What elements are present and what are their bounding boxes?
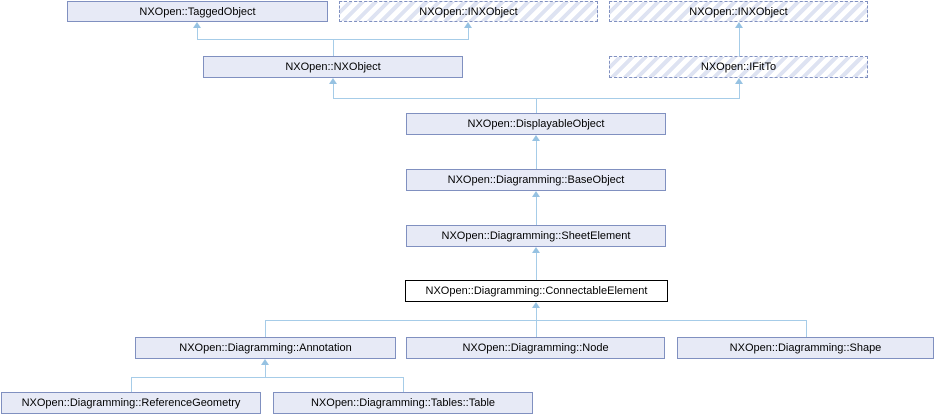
edge-line: [536, 141, 537, 169]
edge-line: [265, 365, 266, 377]
node-label: NXOpen::Diagramming::Shape: [729, 342, 882, 354]
edge-line: [131, 377, 404, 378]
node-displayable-object[interactable]: NXOpen::DisplayableObject: [406, 113, 666, 135]
edge-line: [333, 39, 334, 56]
edge-line: [265, 320, 266, 337]
arrowhead-icon: [193, 22, 201, 28]
arrowhead-icon: [329, 78, 337, 84]
node-label: NXOpen::Diagramming::SheetElement: [441, 230, 631, 242]
edge-line: [739, 28, 740, 56]
edge-line: [403, 377, 404, 392]
node-label: NXOpen::IFitTo: [700, 61, 777, 73]
edge-line: [536, 308, 537, 320]
node-inxobject-1[interactable]: NXOpen::INXObject: [339, 1, 598, 22]
edge-line: [468, 28, 469, 40]
node-label: NXOpen::Diagramming::BaseObject: [447, 174, 625, 186]
node-label: NXOpen::INXObject: [689, 5, 788, 18]
node-sheet-element[interactable]: NXOpen::Diagramming::SheetElement: [406, 225, 666, 247]
edge-line: [536, 197, 537, 225]
node-label: NXOpen::Diagramming::Annotation: [179, 342, 352, 354]
node-inxobject-2[interactable]: NXOpen::INXObject: [609, 1, 868, 22]
node-shape[interactable]: NXOpen::Diagramming::Shape: [677, 337, 934, 359]
edge-line: [536, 253, 537, 280]
arrowhead-icon: [735, 22, 743, 28]
edge-line: [536, 98, 537, 113]
node-label: NXOpen::TaggedObject: [139, 5, 256, 18]
edge-line: [739, 84, 740, 98]
edge-line: [333, 84, 334, 98]
edge-line: [197, 28, 198, 39]
node-connectable-element-current: NXOpen::Diagramming::ConnectableElement: [405, 280, 668, 302]
node-label: NXOpen::NXObject: [285, 61, 381, 73]
edge-line: [131, 377, 132, 392]
node-ifitto[interactable]: NXOpen::IFitTo: [609, 56, 868, 78]
edge-line: [536, 320, 537, 337]
arrowhead-icon: [735, 78, 743, 84]
arrowhead-icon: [532, 191, 540, 197]
arrowhead-icon: [464, 22, 472, 28]
node-annotation[interactable]: NXOpen::Diagramming::Annotation: [135, 337, 396, 359]
edge-line: [806, 320, 807, 337]
node-tagged-object[interactable]: NXOpen::TaggedObject: [67, 1, 328, 22]
node-label: NXOpen::Diagramming::Node: [462, 342, 609, 354]
node-label: NXOpen::Diagramming::ReferenceGeometry: [21, 397, 241, 409]
arrowhead-icon: [532, 247, 540, 253]
arrowhead-icon: [532, 302, 540, 308]
node-node[interactable]: NXOpen::Diagramming::Node: [406, 337, 665, 359]
node-tables-table[interactable]: NXOpen::Diagramming::Tables::Table: [273, 392, 533, 414]
node-nxobject[interactable]: NXOpen::NXObject: [203, 56, 463, 78]
node-base-object[interactable]: NXOpen::Diagramming::BaseObject: [406, 169, 666, 191]
node-label: NXOpen::INXObject: [419, 5, 518, 18]
node-reference-geometry[interactable]: NXOpen::Diagramming::ReferenceGeometry: [1, 392, 261, 414]
arrowhead-icon: [261, 359, 269, 365]
node-label: NXOpen::DisplayableObject: [467, 118, 605, 130]
node-label: NXOpen::Diagramming::ConnectableElement: [425, 285, 648, 297]
arrowhead-icon: [532, 135, 540, 141]
node-label: NXOpen::Diagramming::Tables::Table: [310, 397, 496, 409]
